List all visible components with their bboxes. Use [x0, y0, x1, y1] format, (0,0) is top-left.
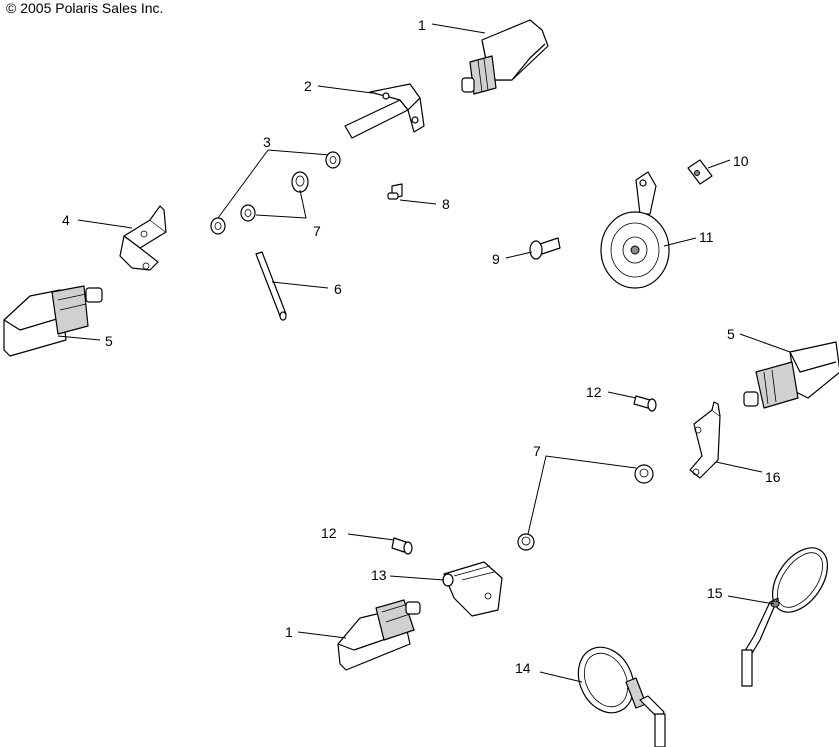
callout-14: 14 [515, 660, 531, 676]
washer-3-top [325, 151, 341, 169]
leader-8 [399, 199, 437, 205]
callout-8: 8 [442, 196, 450, 212]
part-turn-signal-left [3, 285, 103, 357]
callout-5-left: 5 [105, 333, 113, 349]
leader-15 [727, 595, 775, 605]
leader-1-top [431, 23, 486, 34]
callout-5-right: 5 [727, 326, 735, 342]
leader-10 [707, 159, 731, 169]
nut-7-bottom-a [634, 464, 654, 484]
part-turn-signal-bottom [337, 599, 421, 671]
callout-11: 11 [699, 229, 714, 245]
part-clamp-13 [442, 561, 503, 617]
leader-5-right [739, 333, 791, 353]
callout-2: 2 [304, 78, 312, 94]
leader-6 [271, 281, 329, 289]
part-bracket-2 [344, 83, 425, 139]
callout-13: 13 [371, 567, 387, 583]
callout-9: 9 [492, 251, 500, 267]
leader-11 [663, 237, 697, 247]
callout-15: 15 [707, 585, 723, 601]
leader-7-top [255, 189, 307, 219]
callout-1-bottom: 1 [285, 624, 293, 640]
part-mirror-14 [577, 646, 666, 747]
callout-7-top: 7 [313, 223, 321, 239]
leader-1-bottom [297, 631, 347, 639]
nut-7-top-b [240, 204, 256, 222]
part-screw-12-top [633, 395, 657, 412]
part-bolt-9 [529, 237, 561, 260]
callout-7-bottom: 7 [533, 443, 541, 459]
nut-7-top-a [291, 171, 309, 193]
leader-3-b [267, 149, 331, 156]
leader-12-bottom [347, 533, 395, 541]
leader-16 [715, 461, 763, 473]
callout-6: 6 [334, 281, 342, 297]
leader-12-top [607, 391, 637, 399]
part-bracket-16 [689, 401, 721, 479]
callout-12-bottom: 12 [321, 525, 337, 541]
leader-4 [77, 219, 133, 229]
callout-12-top: 12 [586, 384, 602, 400]
leader-5-left [57, 335, 101, 341]
callout-10: 10 [733, 153, 749, 169]
nut-7-bottom-b [517, 533, 535, 551]
part-turn-signal-right [743, 341, 839, 409]
washer-3-bottom [210, 217, 226, 235]
leader-9 [505, 251, 533, 259]
part-mirror-15 [741, 547, 829, 687]
part-horn-11 [600, 171, 670, 289]
part-screw-12-bottom [391, 537, 413, 555]
leader-14 [539, 671, 583, 683]
part-long-bolt-6 [255, 251, 287, 321]
leader-2 [317, 85, 373, 94]
part-bracket-4 [119, 205, 167, 271]
callout-1-top: 1 [418, 17, 426, 33]
part-turn-signal-top [461, 19, 549, 95]
leader-7-bottom [527, 455, 637, 535]
leader-3-a [217, 149, 269, 219]
callout-4: 4 [62, 212, 70, 228]
leader-13 [389, 575, 445, 581]
copyright-notice: © 2005 Polaris Sales Inc. [6, 0, 164, 16]
part-bolt-8 [387, 183, 403, 200]
part-clip-10 [687, 159, 713, 185]
callout-3: 3 [263, 134, 271, 150]
callout-16: 16 [765, 469, 781, 485]
